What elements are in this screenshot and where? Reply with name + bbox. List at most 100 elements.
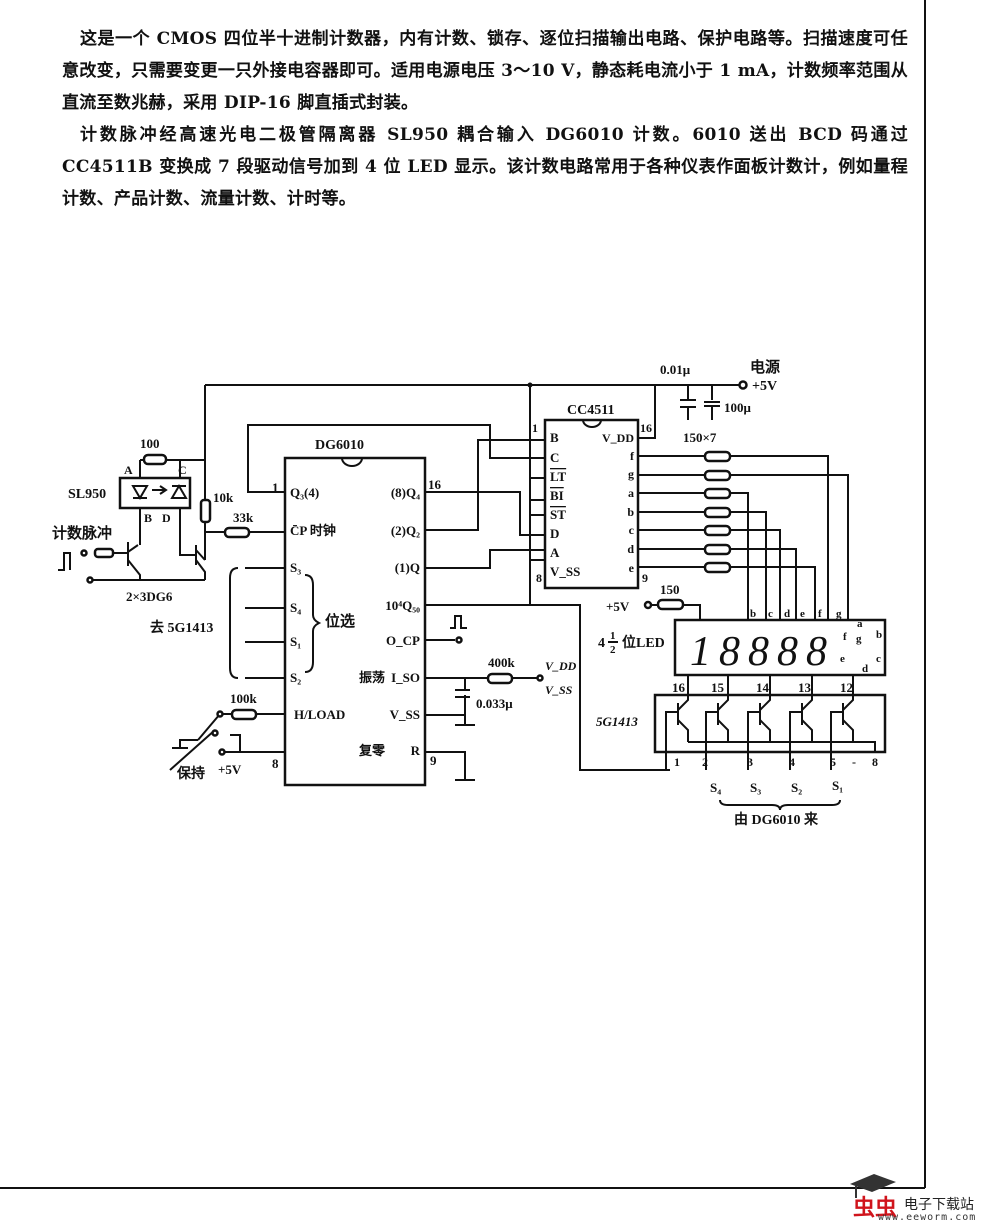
bcd-wiring bbox=[247, 385, 670, 771]
pin-label: 振荡 bbox=[359, 670, 385, 685]
sl950-optocoupler bbox=[118, 476, 192, 510]
led-label: 4 1 2 位LED bbox=[598, 630, 665, 656]
dg6010-pin-numbers: 1 16 8 9 bbox=[272, 477, 442, 771]
transistor-symbol bbox=[705, 675, 729, 770]
resistor-150-label: 150 bbox=[660, 582, 680, 597]
eeworm-watermark: 虫虫 电子下载站 www.eeworm.com bbox=[848, 1170, 992, 1223]
terminal bbox=[643, 600, 653, 610]
pin-number: 12 bbox=[840, 680, 853, 695]
segment-label: b bbox=[876, 629, 882, 641]
count-pulse-label: 计数脉冲 bbox=[52, 524, 112, 542]
pin-label: V_DD bbox=[602, 431, 634, 445]
5g1413-bottom-pins: 1 2 3 4 5 - 8 bbox=[674, 755, 878, 769]
pin-number: 1 bbox=[674, 755, 680, 769]
pin-label: d bbox=[627, 542, 634, 556]
pin-label: Q₃(4) bbox=[290, 485, 319, 500]
vdd-terminal bbox=[536, 674, 544, 682]
transistor-symbol bbox=[789, 675, 813, 770]
pin-label: 10⁴Q₅₀ bbox=[385, 598, 420, 613]
chip-notch bbox=[341, 457, 363, 467]
pin-label: e bbox=[629, 561, 635, 575]
pin-label: (2)Q₂ bbox=[391, 523, 420, 538]
chip-notch bbox=[582, 419, 602, 428]
pin-number: 16 bbox=[640, 421, 652, 435]
pin-label: C̄P 时钟 bbox=[290, 523, 336, 538]
cc4511-left-pins: B C LT BI ST D A V_SS bbox=[550, 430, 580, 579]
pin-number: 15 bbox=[711, 680, 725, 695]
input-label: S₂ bbox=[791, 780, 802, 795]
segment-label: d bbox=[862, 663, 868, 675]
ground-terminal bbox=[86, 576, 94, 584]
pin-number: 8 bbox=[272, 756, 279, 771]
opto-pins: A B C D bbox=[124, 463, 187, 525]
pin-number: 13 bbox=[798, 680, 812, 695]
hold-switch[interactable] bbox=[169, 713, 285, 771]
pin-label: (1)Q bbox=[395, 560, 420, 575]
pin-label: B bbox=[144, 511, 152, 525]
digit-select-bracket bbox=[229, 567, 322, 679]
led-display bbox=[673, 618, 887, 677]
pulse-icon bbox=[58, 552, 71, 571]
input-terminal[interactable] bbox=[80, 549, 88, 557]
pin-label: S₄ bbox=[290, 600, 301, 615]
graduation-cap-icon bbox=[850, 1174, 896, 1198]
pin-label: A bbox=[124, 463, 133, 477]
resistor-100k bbox=[230, 708, 258, 721]
power-label: 电源 bbox=[750, 358, 780, 376]
resistor-33k-label: 33k bbox=[233, 510, 254, 525]
led-digits: 18888 bbox=[690, 629, 835, 675]
pin-label: a bbox=[628, 486, 634, 500]
led-label-prefix: 4 bbox=[598, 636, 605, 651]
dg6010-chip bbox=[283, 456, 427, 787]
cap-100u-label: 100μ bbox=[724, 400, 752, 415]
resistor-150 bbox=[703, 450, 732, 463]
pin-number: 4 bbox=[789, 755, 795, 769]
transistors-label: 2×3DG6 bbox=[126, 589, 173, 604]
led-label-suffix: 位LED bbox=[622, 634, 665, 651]
optocoupler-symbol bbox=[131, 484, 188, 500]
input-label: S₁ bbox=[832, 778, 843, 793]
site-url: www.eeworm.com bbox=[878, 1212, 977, 1223]
cc4511-right-pins: V_DD f g a b c d e bbox=[602, 431, 635, 575]
segment-label: b bbox=[750, 608, 756, 620]
segment-label: c bbox=[768, 608, 773, 620]
pin-label: I_SO bbox=[391, 670, 420, 685]
driver-transistors bbox=[665, 675, 876, 770]
segment-label: e bbox=[840, 653, 845, 665]
pin-label: C bbox=[550, 450, 559, 465]
dg6010-left-pins: Q₃(4) C̄P 时钟 S₃ S₄ S₁ S₂ H/LOAD bbox=[290, 485, 345, 722]
resistor-400k bbox=[486, 672, 514, 685]
segment-label: g bbox=[836, 608, 842, 620]
pin-label: (8)Q₄ bbox=[391, 485, 420, 500]
led-segment-labels: b c d e f g a b c d e f g bbox=[750, 608, 882, 675]
segment-resistors bbox=[638, 450, 732, 574]
driver-inputs: S₄ S₃ S₂ S₁ bbox=[710, 778, 843, 795]
pin-label: V_SS bbox=[390, 707, 420, 722]
transistor-symbol bbox=[830, 675, 854, 770]
junction-dot bbox=[527, 382, 533, 388]
led-label-den: 2 bbox=[610, 644, 616, 656]
oscillator-wiring bbox=[425, 639, 540, 781]
switch-terminal bbox=[218, 748, 226, 756]
ocp-terminal[interactable] bbox=[455, 636, 463, 644]
pin-label: f bbox=[630, 449, 635, 463]
pin-label: S₃ bbox=[290, 560, 301, 575]
pin-number: - bbox=[852, 755, 856, 769]
wire bbox=[651, 604, 701, 620]
segment-label: e bbox=[800, 608, 805, 620]
switch-terminal bbox=[216, 710, 224, 718]
resistor-150 bbox=[703, 469, 732, 482]
digit-select-label: 位选 bbox=[325, 612, 355, 630]
transistor-symbol bbox=[747, 675, 771, 770]
pin-number: 16 bbox=[428, 477, 442, 492]
pin-label: ST bbox=[550, 507, 566, 522]
brand-text: 虫虫 bbox=[853, 1196, 898, 1221]
pin-label: g bbox=[628, 467, 634, 481]
resistor-150 bbox=[703, 524, 732, 537]
resistor-150 bbox=[703, 543, 732, 556]
pin-label: B bbox=[550, 430, 559, 445]
power-voltage: +5V bbox=[752, 379, 777, 394]
pin-label: b bbox=[627, 505, 634, 519]
site-text: 电子下载站 bbox=[904, 1197, 974, 1213]
segment-wiring bbox=[730, 455, 849, 620]
